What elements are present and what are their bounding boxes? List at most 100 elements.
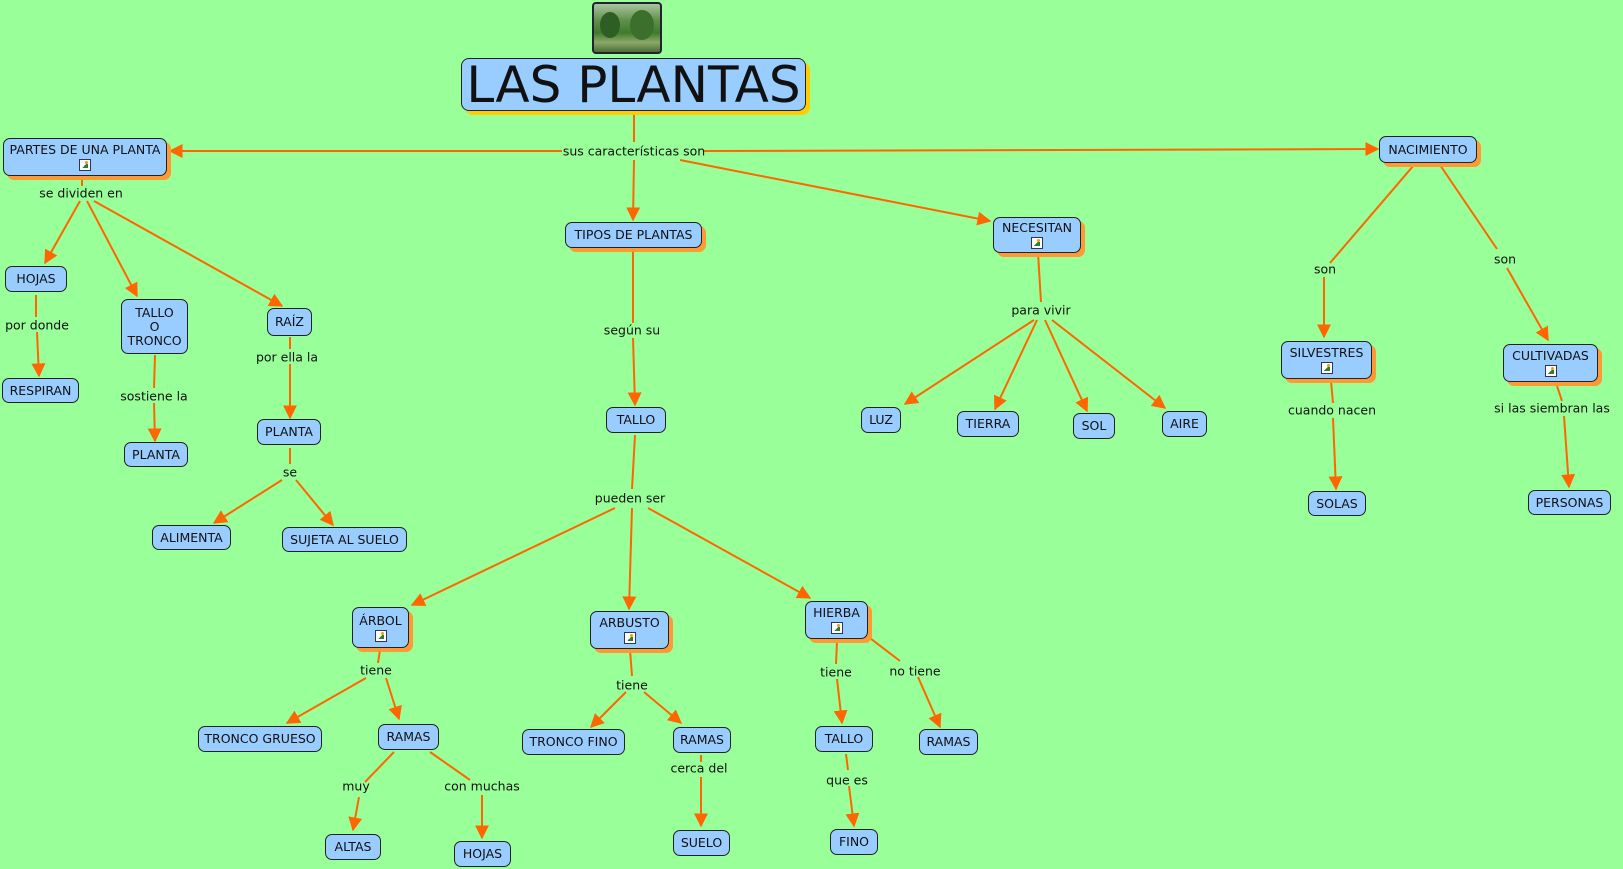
node-tierra[interactable]: TIERRA xyxy=(957,411,1019,437)
node-partes[interactable]: PARTES DE UNA PLANTA xyxy=(3,138,167,176)
node-raiz[interactable]: RAÍZ xyxy=(267,308,312,336)
node-altas[interactable]: ALTAS xyxy=(325,834,381,860)
node-fino[interactable]: FINO xyxy=(830,829,878,855)
node-ramas-arbol[interactable]: RAMAS xyxy=(378,724,439,750)
plant-photo xyxy=(592,2,662,54)
link-label-tiene-hierba: tiene xyxy=(820,664,852,680)
link-label-cerca-del: cerca del xyxy=(670,760,728,776)
node-arbusto[interactable]: ARBUSTO xyxy=(590,611,669,649)
node-arbol-label: ÁRBOL xyxy=(359,612,402,628)
node-luz[interactable]: LUZ xyxy=(861,407,901,433)
node-ramas-arbol-label: RAMAS xyxy=(386,729,431,744)
link-label-que-es: que es xyxy=(826,772,868,788)
node-tronco-grueso-label: TRONCO GRUESO xyxy=(204,731,316,746)
node-sol[interactable]: SOL xyxy=(1073,413,1115,439)
node-personas-label: PERSONAS xyxy=(1535,494,1604,510)
image-icon[interactable] xyxy=(1544,365,1557,377)
node-partes-label: PARTES DE UNA PLANTA xyxy=(9,142,161,157)
node-ramas-hierba[interactable]: RAMAS xyxy=(919,729,978,755)
image-icon[interactable] xyxy=(623,632,636,644)
node-planta-raiz-label: PLANTA xyxy=(265,424,313,439)
node-alimenta-label: ALIMENTA xyxy=(160,529,223,545)
node-raiz-label: RAÍZ xyxy=(275,314,304,329)
node-hojas-arbol[interactable]: HOJAS xyxy=(454,841,511,867)
node-tallo-hierba[interactable]: TALLO xyxy=(815,726,873,752)
node-suelo[interactable]: SUELO xyxy=(673,830,730,856)
node-luz-label: LUZ xyxy=(869,412,893,427)
link-label-tiene-arbol: tiene xyxy=(360,662,392,678)
node-respiran-label: RESPIRAN xyxy=(9,382,72,398)
link-label-cuando-nacen: cuando nacen xyxy=(1287,402,1377,418)
node-alimenta[interactable]: ALIMENTA xyxy=(152,525,231,550)
image-icon[interactable] xyxy=(1031,237,1043,249)
node-arbusto-label: ARBUSTO xyxy=(599,615,660,630)
main-title-node[interactable]: LAS PLANTAS xyxy=(461,55,806,114)
node-aire-label: AIRE xyxy=(1170,416,1199,431)
node-tallo-label: TALLO xyxy=(616,412,656,427)
node-tronco-fino[interactable]: TRONCO FINO xyxy=(522,729,625,755)
node-nacimiento-label: NACIMIENTO xyxy=(1388,141,1468,157)
link-label-con-muchas: con muchas xyxy=(444,778,520,794)
node-ramas-hierba-label: RAMAS xyxy=(926,734,971,749)
node-solas[interactable]: SOLAS xyxy=(1308,491,1366,516)
link-label-tiene-arbusto: tiene xyxy=(616,677,648,693)
image-icon[interactable] xyxy=(1320,362,1333,374)
node-arbol[interactable]: ÁRBOL xyxy=(352,607,409,648)
node-necesitan-label: NECESITAN xyxy=(1001,220,1073,235)
node-fino-label: FINO xyxy=(838,834,870,849)
node-tierra-label: TIERRA xyxy=(965,416,1011,431)
node-solas-label: SOLAS xyxy=(1316,495,1358,511)
node-personas[interactable]: PERSONAS xyxy=(1528,490,1611,515)
link-label-no-tiene: no tiene xyxy=(889,663,941,679)
link-label-para-vivir: para vivir xyxy=(1011,302,1071,318)
node-ramas-arbusto-label: RAMAS xyxy=(679,732,724,747)
node-tipos-label: TIPOS DE PLANTAS xyxy=(574,227,693,242)
node-hierba[interactable]: HIERBA xyxy=(805,601,868,639)
link-label-se-dividen: se dividen en xyxy=(39,185,123,201)
node-hojas[interactable]: HOJAS xyxy=(5,266,67,292)
link-label-muy: muy xyxy=(342,778,370,794)
link-label-segun-su: según su xyxy=(603,322,661,338)
link-label-son-silvestres: son xyxy=(1313,261,1337,277)
node-tronco-fino-label: TRONCO FINO xyxy=(529,734,618,749)
node-cultivadas-label: CULTIVADAS xyxy=(1512,348,1589,363)
link-label-se: se xyxy=(282,464,298,480)
link-label-sostiene: sostiene la xyxy=(120,388,188,404)
node-silvestres[interactable]: SILVESTRES xyxy=(1281,341,1372,379)
node-aire[interactable]: AIRE xyxy=(1162,411,1207,437)
node-tallo-tronco[interactable]: TALLO O TRONCO xyxy=(121,299,188,354)
node-tallo-tronco-label: TALLO O TRONCO xyxy=(127,304,182,348)
link-label-caracteristicas: sus características son xyxy=(562,143,706,159)
node-sol-label: SOL xyxy=(1081,418,1107,433)
main-title: LAS PLANTAS xyxy=(466,55,801,114)
link-label-son-cultivadas: son xyxy=(1493,251,1517,267)
node-cultivadas[interactable]: CULTIVADAS xyxy=(1503,344,1598,382)
image-icon[interactable] xyxy=(830,622,843,634)
node-planta-soporte[interactable]: PLANTA xyxy=(124,442,188,467)
node-sujeta-label: SUJETA AL SUELO xyxy=(290,531,399,547)
node-hierba-label: HIERBA xyxy=(813,605,860,620)
image-icon[interactable] xyxy=(374,629,387,642)
node-tronco-grueso[interactable]: TRONCO GRUESO xyxy=(198,726,322,752)
node-suelo-label: SUELO xyxy=(680,835,723,850)
node-ramas-arbusto[interactable]: RAMAS xyxy=(673,727,731,753)
link-label-por-ella: por ella la xyxy=(255,349,319,365)
node-altas-label: ALTAS xyxy=(334,839,372,854)
node-hojas-label: HOJAS xyxy=(16,271,56,286)
node-tipos[interactable]: TIPOS DE PLANTAS xyxy=(565,222,702,248)
node-respiran[interactable]: RESPIRAN xyxy=(2,378,79,403)
node-tallo[interactable]: TALLO xyxy=(606,407,666,433)
node-necesitan[interactable]: NECESITAN xyxy=(993,217,1081,253)
node-sujeta[interactable]: SUJETA AL SUELO xyxy=(282,527,407,552)
node-tallo-hierba-label: TALLO xyxy=(824,731,864,746)
node-silvestres-label: SILVESTRES xyxy=(1289,345,1364,360)
node-hojas-arbol-label: HOJAS xyxy=(462,846,503,861)
node-nacimiento[interactable]: NACIMIENTO xyxy=(1379,136,1477,163)
link-label-pueden-ser: pueden ser xyxy=(594,490,666,506)
node-planta-soporte-label: PLANTA xyxy=(132,446,180,462)
image-icon[interactable] xyxy=(79,159,91,171)
node-planta-raiz[interactable]: PLANTA xyxy=(257,419,321,445)
link-label-si-siembran: si las siembran las xyxy=(1494,400,1610,416)
link-label-por-donde: por donde xyxy=(5,317,69,333)
